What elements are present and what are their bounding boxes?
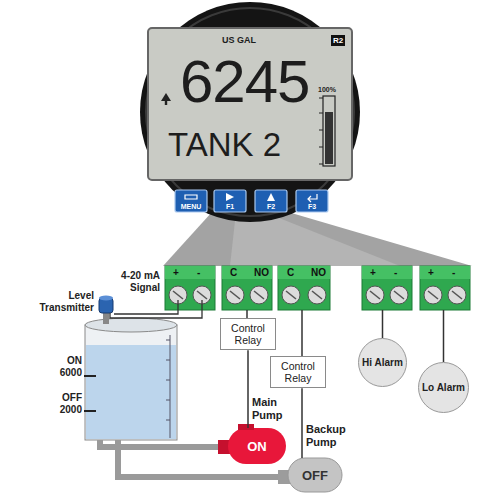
wire-line <box>301 310 303 356</box>
wire-connector <box>302 388 303 458</box>
node-text: MENU <box>181 203 202 210</box>
node-text: C <box>230 267 237 278</box>
control-relay-box: Control Relay <box>270 356 326 388</box>
bezel-ring <box>146 8 354 216</box>
lcd-screen <box>148 28 352 180</box>
node-text: - <box>197 267 200 278</box>
keypad <box>175 190 328 212</box>
wire-line <box>246 310 248 318</box>
node-text: 6245 <box>180 52 309 112</box>
wire-line <box>382 310 384 338</box>
signal-wire <box>110 300 202 318</box>
node-text: NO <box>254 267 269 278</box>
node-text: Control Relay <box>223 322 273 346</box>
alarm-circle: Hi Alarm <box>358 338 407 387</box>
relay-terminal: C NO <box>278 266 330 310</box>
setpoint-label: ON 6000 <box>48 355 82 378</box>
terminal-screws <box>169 286 466 304</box>
node-text: - <box>394 267 397 278</box>
function-button: F2 <box>255 190 287 212</box>
main-pump <box>218 424 286 464</box>
level-transmitter <box>99 296 113 325</box>
control-relay-box: Control Relay <box>220 318 276 350</box>
cable-fan <box>163 212 472 266</box>
wire-connector <box>382 310 383 338</box>
node-text: TANK 2 <box>168 128 281 161</box>
node-text: + <box>370 267 376 278</box>
range-badge: R2 <box>331 35 345 46</box>
node-text: Lo Alarm <box>422 382 465 393</box>
node-text: OFF <box>302 468 328 483</box>
pump-label: Backup Pump <box>306 423 358 448</box>
lcd-display: US GAL 6245TANK 2 <box>148 28 352 180</box>
function-button: F3 <box>296 190 328 212</box>
node-text: Hi Alarm <box>362 357 403 368</box>
pump-symbol: ON <box>218 428 286 464</box>
tank <box>84 318 177 440</box>
signal-label: 4-20 mA Signal <box>102 270 160 293</box>
node-text: US GAL <box>222 36 256 45</box>
wire-connector <box>443 310 444 362</box>
wire-line <box>247 350 249 428</box>
transmitter-label: Level Transmitter <box>28 290 94 313</box>
wire-line <box>301 388 303 458</box>
node-text: C <box>287 267 294 278</box>
terminal-blocks <box>165 266 470 310</box>
wire-connector <box>247 310 248 318</box>
alarm-terminal: +- <box>420 266 470 310</box>
signal-wire <box>114 300 178 314</box>
bargraph <box>319 96 335 166</box>
node-text: F2 <box>267 203 275 210</box>
node-text: + <box>428 267 434 278</box>
node-text: Control Relay <box>273 360 323 384</box>
node-text: NO <box>311 267 326 278</box>
backup-pump <box>278 458 342 492</box>
node-text: F1 <box>226 203 234 210</box>
node-text: F3 <box>308 203 316 210</box>
node-text: ON <box>247 439 267 454</box>
relay-terminal: C NO <box>222 266 272 310</box>
node-text: + <box>173 267 179 278</box>
meter-bezel <box>140 2 360 222</box>
input-terminal: +- <box>165 266 215 310</box>
alarm-terminal: +- <box>362 266 412 310</box>
wire-connector <box>248 350 249 428</box>
alarm-circle: Lo Alarm <box>418 362 469 413</box>
setpoint-label: OFF 2000 <box>46 392 82 415</box>
menu-button: MENU <box>175 190 207 212</box>
wire-line <box>443 310 445 362</box>
pump-symbol: OFF <box>278 458 342 492</box>
up-arrow <box>161 93 171 105</box>
pump-label: Main Pump <box>252 396 296 421</box>
function-button: F1 <box>214 190 246 212</box>
bargraph-label: 100% <box>318 86 336 94</box>
node-text: - <box>452 267 455 278</box>
wire-connector <box>302 310 303 356</box>
